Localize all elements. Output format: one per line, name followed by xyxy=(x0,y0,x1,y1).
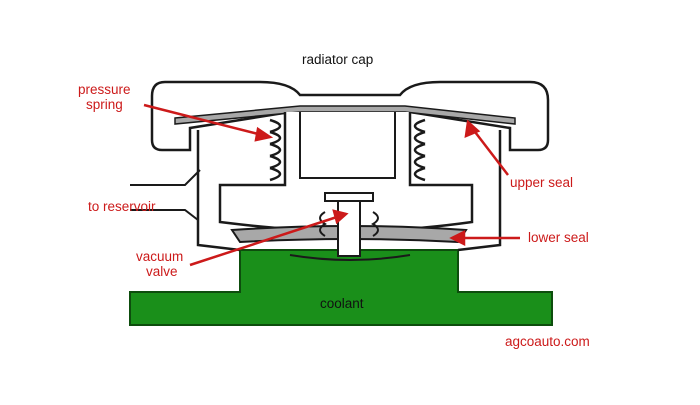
upper-seal-leader xyxy=(471,127,509,176)
to-reservoir-label: to reservoir xyxy=(88,199,156,214)
upper-seal xyxy=(174,105,516,125)
filler-neck-body xyxy=(196,130,502,252)
vacuum-valve-label-line2: valve xyxy=(146,264,178,279)
vacuum-valve-head xyxy=(324,192,374,202)
pressure-spring-label-line1: pressure xyxy=(78,82,131,97)
pressure-spring-leader xyxy=(143,103,267,138)
vacuum-valve-leader xyxy=(189,214,341,267)
cap-shell xyxy=(150,80,550,152)
pressure-spring-right xyxy=(413,118,426,182)
vacuum-valve-label-line1: vacuum xyxy=(136,249,184,264)
upper-seal-label: upper seal xyxy=(510,175,574,190)
upper-seal-arrowhead xyxy=(464,119,481,138)
vacuum-valve-arrowhead xyxy=(332,209,349,225)
coolant-label: coolant xyxy=(320,296,364,311)
reservoir-tube xyxy=(130,169,201,221)
lower-seal-label: lower seal xyxy=(528,230,589,245)
vacuum-valve-spring xyxy=(319,211,379,237)
pressure-spring-left xyxy=(269,118,282,182)
vacuum-valve-stem xyxy=(337,197,361,257)
diagram-title: radiator cap xyxy=(302,52,374,67)
pressure-spring-arrowhead xyxy=(254,126,274,142)
lower-seal-arrowhead xyxy=(449,229,466,247)
pressure-spring-label-line2: spring xyxy=(86,97,123,112)
coolant-region xyxy=(129,249,553,326)
credit-text: agcoauto.com xyxy=(505,334,590,349)
